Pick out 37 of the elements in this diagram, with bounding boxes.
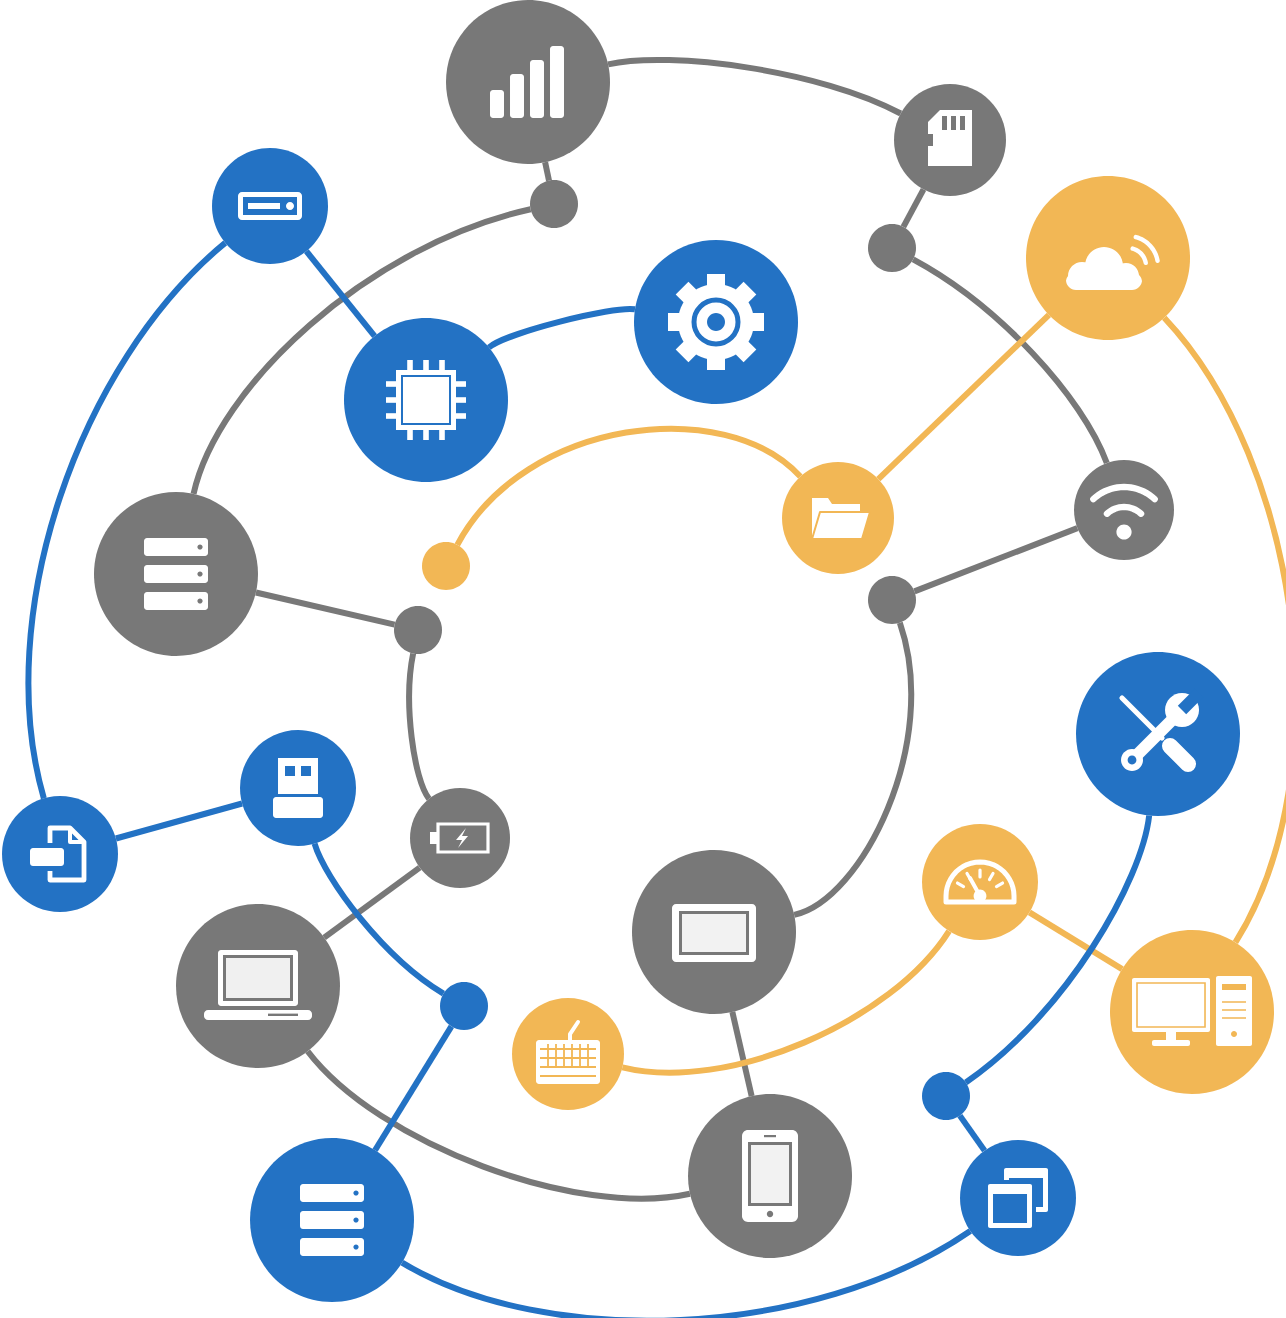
connector (793, 621, 915, 918)
connector (190, 206, 532, 495)
connector (25, 240, 228, 799)
connector (911, 256, 1110, 465)
connector (322, 865, 422, 940)
connector (729, 1011, 755, 1097)
junction-dot (394, 606, 442, 654)
connector (913, 525, 1079, 595)
connector (963, 815, 1153, 1085)
junction-dot (868, 224, 916, 272)
connector (304, 249, 377, 338)
connector (255, 589, 396, 628)
connector (1027, 909, 1124, 972)
junction-dot (422, 542, 470, 590)
node-circle (1076, 652, 1240, 816)
junction-dot (922, 1072, 970, 1120)
connector (1161, 315, 1286, 944)
junction-dot (868, 576, 916, 624)
node-circle (410, 788, 510, 888)
connector (406, 653, 432, 801)
connector (305, 1049, 691, 1202)
connector (900, 187, 927, 229)
node-circle (922, 824, 1038, 940)
connector (542, 161, 552, 182)
junction-dot (530, 180, 578, 228)
junction-dot (440, 982, 488, 1030)
connector (487, 306, 636, 350)
connector (115, 800, 243, 842)
connector (372, 1024, 454, 1152)
connector (454, 426, 803, 547)
connector (621, 929, 952, 1076)
connector (607, 57, 902, 117)
connector (400, 1228, 972, 1318)
connector (876, 312, 1052, 482)
connector (957, 1113, 987, 1153)
connector (311, 842, 446, 997)
node-circle (1074, 460, 1174, 560)
